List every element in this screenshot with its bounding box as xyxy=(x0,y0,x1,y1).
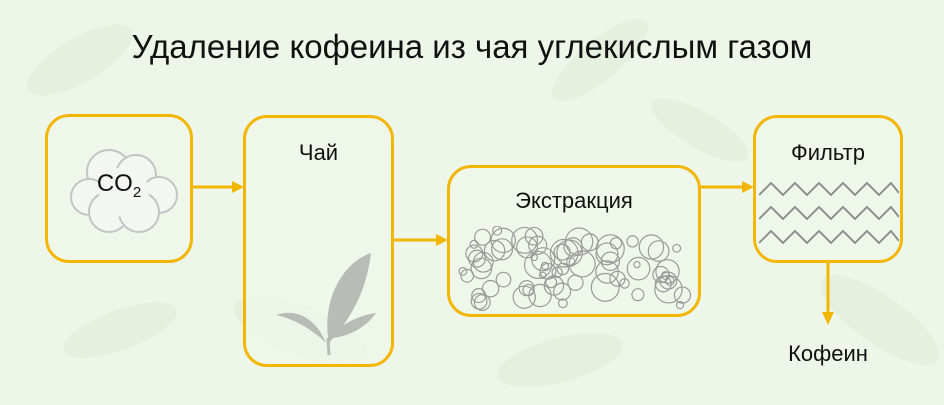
bubble xyxy=(590,272,620,302)
bubble xyxy=(553,282,572,301)
zigzag-filter-icon xyxy=(759,181,899,245)
bubble xyxy=(467,249,486,268)
bubble xyxy=(568,250,596,278)
bubble xyxy=(672,243,682,253)
bubble xyxy=(540,261,550,271)
filter-node: Фильтр xyxy=(753,115,903,263)
bubble xyxy=(633,260,641,269)
bubble xyxy=(460,268,475,283)
bubble xyxy=(580,233,599,252)
bubble xyxy=(471,288,487,304)
bubble xyxy=(619,278,630,289)
co2-node: CO2 xyxy=(45,114,193,263)
bubble xyxy=(626,256,651,281)
tea-leaf-icon xyxy=(276,253,376,356)
bubble xyxy=(652,265,670,284)
bubble xyxy=(567,274,584,291)
bubble xyxy=(524,226,544,246)
cloud-icon xyxy=(70,149,178,233)
bubble xyxy=(557,298,568,309)
bubble xyxy=(458,266,468,276)
bubble xyxy=(600,251,621,271)
bubble xyxy=(483,239,506,262)
bubble xyxy=(491,238,514,261)
bubble xyxy=(563,237,583,257)
bubble xyxy=(490,227,516,254)
filter-label: Фильтр xyxy=(791,140,865,165)
tea-node: Чай xyxy=(243,115,394,367)
bubble xyxy=(495,271,512,288)
diagram-title: Удаление кофеина из чая углекислым газом xyxy=(131,28,813,65)
bubble xyxy=(551,266,563,278)
bubble xyxy=(549,238,579,268)
arrow-co2-to-tea xyxy=(192,181,244,193)
bubble xyxy=(465,244,484,263)
bubble xyxy=(673,286,692,304)
bubble xyxy=(470,292,488,310)
bubble xyxy=(647,240,670,262)
bubble xyxy=(595,242,619,266)
bubble xyxy=(564,227,594,256)
caffeine-output-label: Кофеин xyxy=(788,341,868,366)
co2-label: CO2 xyxy=(96,170,142,201)
bubble xyxy=(511,226,539,254)
bubble xyxy=(523,250,553,280)
bubble xyxy=(492,226,503,236)
extraction-node: Экстракция xyxy=(447,165,701,317)
bubbles-icon xyxy=(458,226,692,311)
bubble xyxy=(626,235,639,248)
bubble xyxy=(538,271,547,279)
bubble xyxy=(654,275,672,293)
bubble xyxy=(595,260,619,284)
bubble xyxy=(631,288,645,302)
bubble xyxy=(472,251,494,273)
bubble xyxy=(545,276,558,289)
tea-label: Чай xyxy=(298,140,339,165)
bubble xyxy=(469,239,479,249)
bubble xyxy=(481,279,500,298)
arrow-extraction-to-filter xyxy=(700,181,754,193)
bubble xyxy=(530,253,538,262)
bubble xyxy=(528,283,552,308)
bubble xyxy=(473,228,492,246)
extraction-label: Экстракция xyxy=(515,188,633,213)
bubble xyxy=(655,259,680,284)
bubble xyxy=(470,257,493,280)
arrow-filter-to-caffeine xyxy=(822,262,834,325)
bubble xyxy=(512,285,536,309)
bubble xyxy=(664,275,675,286)
bubble xyxy=(675,300,685,310)
arrow-tea-to-extraction xyxy=(393,234,448,246)
bubble xyxy=(595,234,625,264)
bubble xyxy=(638,234,665,260)
bubble xyxy=(528,235,548,255)
